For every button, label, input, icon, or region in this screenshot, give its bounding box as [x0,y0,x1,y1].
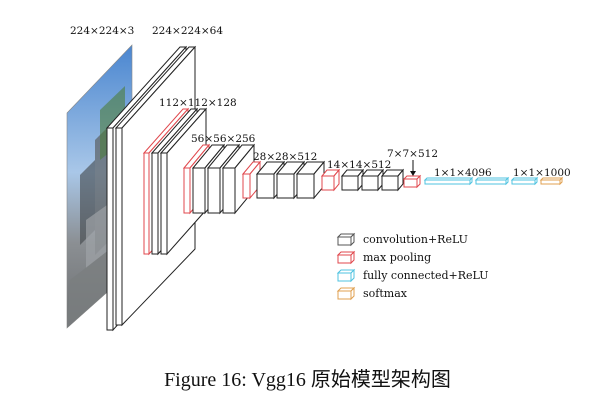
label-conv1: 224×224×64 [152,25,223,37]
figure-caption: Figure 16: Vgg16 原始模型架构图 [164,369,451,391]
legend-label-conv: convolution+ReLU [363,233,468,246]
legend-pool: max pooling [336,250,431,265]
pool5-pointer-head [410,171,416,176]
label-conv4: 28×28×512 [253,151,317,163]
label-fc: 1×1×4096 [434,167,492,179]
input-image [66,44,133,329]
label-pool5: 7×7×512 [387,148,438,160]
label-conv5: 14×14×512 [327,159,391,171]
legend-conv: convolution+ReLU [336,232,468,247]
legend-label-fc: fully connected+ReLU [363,269,488,282]
legend: convolution+ReLU max pooling fully conne… [336,232,488,301]
pool5-block [402,174,422,189]
vgg16-diagram: 224×224×3 224×224×64 112×112×128 56×56×2… [66,25,571,332]
legend-label-softmax: softmax [363,287,408,300]
fc-layers [423,176,539,186]
label-conv2: 112×112×128 [159,97,237,109]
softmax-layer [539,176,564,186]
legend-softmax: softmax [336,286,408,301]
legend-label-pool: max pooling [363,251,431,264]
legend-fc: fully connected+ReLU [336,268,488,283]
label-conv3: 56×56×256 [191,133,256,145]
conv4-block [241,160,326,200]
conv3-block [182,143,256,215]
conv5-block [320,168,405,192]
label-input: 224×224×3 [70,25,134,37]
label-softmax: 1×1×1000 [513,167,571,179]
